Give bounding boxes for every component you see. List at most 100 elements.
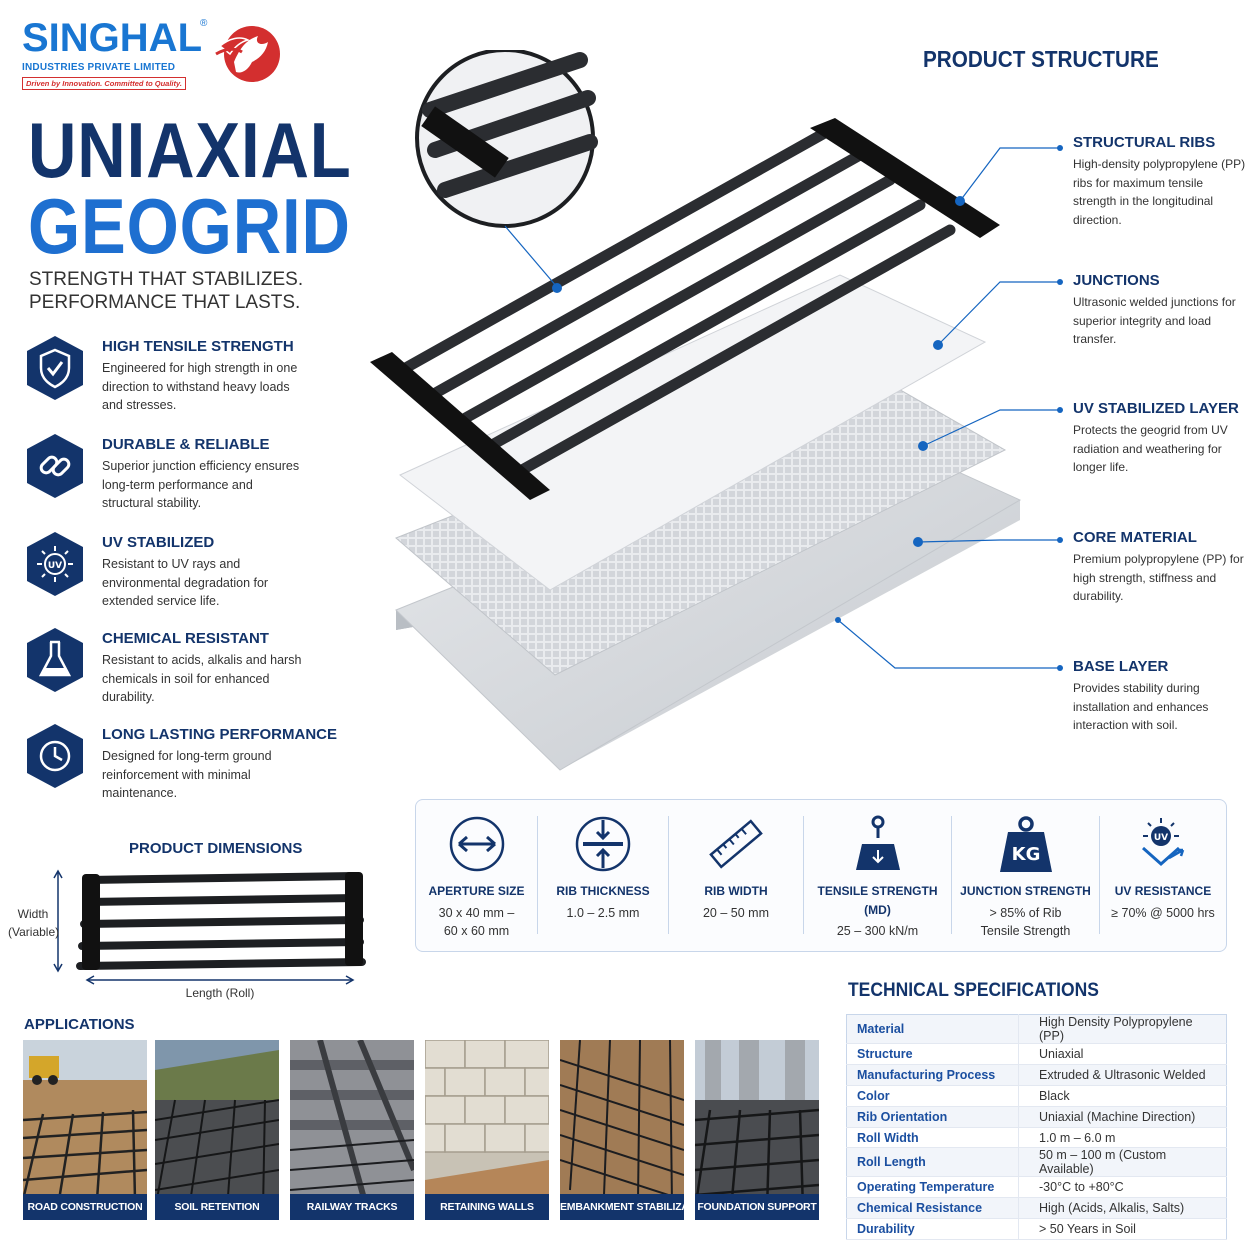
spec-key: Manufacturing Process: [846, 1064, 1019, 1086]
feature-high-tensile: HIGH TENSILE STRENGTH Engineered for hig…: [24, 334, 324, 424]
callout-title: UV STABILIZED LAYER: [1073, 400, 1239, 417]
tech-specs-title: TECHNICAL SPECIFICATIONS: [848, 980, 1099, 1001]
uv-sun-icon: UV: [1142, 818, 1185, 867]
uv-layer: [399, 274, 987, 591]
feature-title: HIGH TENSILE STRENGTH: [102, 338, 294, 355]
soil-retention-photo: [155, 1040, 279, 1220]
spec-label-line1: TENSILE STRENGTH: [817, 884, 938, 898]
spec-label: JUNCTION STRENGTH: [960, 884, 1091, 898]
spec-label: TENSILE STRENGTH (MD): [804, 882, 951, 920]
spec-key: Durability: [846, 1218, 1019, 1241]
feature-title: LONG LASTING PERFORMANCE: [102, 726, 337, 743]
spec-key: Roll Length: [846, 1147, 1019, 1178]
product-dimensions-title: PRODUCT DIMENSIONS: [129, 840, 303, 857]
app-caption: RETAINING WALLS: [425, 1194, 549, 1220]
feature-title: UV STABILIZED: [102, 534, 215, 551]
table-row: Durability> 50 Years in Soil: [846, 1218, 1227, 1241]
clock-icon: [27, 724, 83, 788]
feature-long-lasting: LONG LASTING PERFORMANCE Designed for lo…: [24, 722, 337, 812]
geogrid-ribs: [370, 118, 1000, 500]
callout-title: JUNCTIONS: [1073, 272, 1160, 289]
callout-core-material: CORE MATERIAL Premium polypropylene (PP)…: [1073, 529, 1248, 606]
feature-desc: Resistant to UV rays and environmental d…: [102, 557, 269, 608]
callout-desc: Provides stability during installation a…: [1073, 681, 1209, 732]
width-label: Width (Variable): [8, 905, 60, 941]
spec-value: > 50 Years in Soil: [1018, 1218, 1227, 1241]
feature-desc: Engineered for high strength in one dire…: [102, 361, 298, 412]
logo-brand: SINGHAL: [22, 16, 202, 60]
app-caption: SOIL RETENTION: [155, 1194, 279, 1220]
spec-uv-resistance: UV UV RESISTANCE ≥ 70% @ 5000 hrs: [1100, 800, 1226, 950]
spec-value: Tensile Strength: [980, 924, 1071, 938]
spec-value: Black: [1018, 1085, 1227, 1107]
shield-check-icon: [27, 336, 83, 400]
spec-value: High Density Polypropylene (PP): [1018, 1014, 1227, 1044]
length-label: Length (Roll): [185, 986, 255, 1000]
kg-icon-text: KG: [1011, 844, 1040, 865]
app-caption: FOUNDATION SUPPORT: [695, 1194, 819, 1220]
spec-key: Color: [846, 1085, 1019, 1107]
embankment-photo: [560, 1040, 684, 1220]
spec-aperture: APERTURE SIZE 30 x 40 mm – 60 x 60 mm: [416, 800, 537, 950]
width-label-line1: Width: [17, 907, 49, 921]
hero-title-line2: GEOGRID: [28, 182, 351, 270]
callout-desc: Ultrasonic welded junctions for superior…: [1073, 295, 1236, 346]
width-label-line2: (Variable): [8, 925, 60, 939]
spec-key: Rib Orientation: [846, 1106, 1019, 1128]
callout-structural-ribs: STRUCTURAL RIBS High-density polypropyle…: [1073, 134, 1248, 229]
feature-durable: DURABLE & RELIABLE Superior junction eff…: [24, 432, 324, 522]
pegasus-emblem-icon: [215, 26, 280, 82]
spec-value: High (Acids, Alkalis, Salts): [1018, 1197, 1227, 1220]
tagline-line2: PERFORMANCE THAT LASTS.: [29, 292, 301, 313]
spec-key: Chemical Resistance: [846, 1197, 1019, 1220]
divider: [668, 816, 669, 934]
svg-text:UV: UV: [48, 561, 62, 571]
road-construction-photo: [23, 1040, 147, 1220]
crane-weight-icon: [855, 815, 900, 870]
thickness-icon: [575, 816, 631, 872]
dimension-diagram: [53, 869, 366, 985]
spec-value: 60 x 60 mm: [443, 924, 510, 938]
spec-label: APERTURE SIZE: [428, 884, 525, 898]
railway-tracks-photo: [290, 1040, 414, 1220]
feature-chemical: CHEMICAL RESISTANT Resistant to acids, a…: [24, 626, 324, 716]
app-embankment-stabilization: EMBANKMENT STABILIZATION: [560, 1040, 684, 1220]
spec-key: Material: [846, 1014, 1019, 1044]
table-row: Operating Temperature-30°C to +80°C: [846, 1176, 1227, 1199]
spec-value: 20 – 50 mm: [702, 906, 769, 920]
spec-key: Roll Width: [846, 1127, 1019, 1149]
spec-label: RIB WIDTH: [704, 884, 768, 898]
callout-title: STRUCTURAL RIBS: [1073, 134, 1216, 151]
chain-link-icon: [27, 434, 83, 498]
app-railway-tracks: RAILWAY TRACKS: [290, 1040, 414, 1220]
app-retaining-walls: RETAINING WALLS: [425, 1040, 549, 1220]
app-caption: ROAD CONSTRUCTION: [23, 1194, 147, 1220]
spec-value: ≥ 70% @ 5000 hrs: [1111, 906, 1215, 920]
uv-sun-icon: UV: [27, 532, 83, 596]
spec-value: > 85% of Rib: [989, 906, 1062, 920]
hero-tagline: STRENGTH THAT STABILIZES. PERFORMANCE TH…: [29, 268, 303, 314]
spec-value: Extruded & Ultrasonic Welded: [1018, 1064, 1227, 1086]
callout-title: BASE LAYER: [1073, 658, 1169, 675]
retaining-walls-photo: [425, 1040, 549, 1220]
exploded-layer-diagram: [370, 50, 1063, 771]
callout-uv-layer: UV STABILIZED LAYER Protects the geogrid…: [1073, 400, 1248, 477]
logo-slogan: Driven by Innovation. Committed to Quali…: [22, 77, 186, 90]
flask-icon: [27, 628, 83, 692]
arrows-horizontal-icon: [449, 816, 504, 872]
app-soil-retention: SOIL RETENTION: [155, 1040, 279, 1220]
feature-desc: Resistant to acids, alkalis and harsh ch…: [102, 653, 302, 704]
product-structure-title: PRODUCT STRUCTURE: [923, 46, 1159, 72]
app-caption: RAILWAY TRACKS: [290, 1194, 414, 1220]
spec-value: 30 x 40 mm –: [438, 906, 515, 920]
callout-desc: Protects the geogrid from UV radiation a…: [1073, 423, 1228, 474]
divider: [1099, 816, 1100, 934]
company-logo: SINGHAL ® INDUSTRIES PRIVATE LIMITED Dri…: [22, 16, 280, 96]
spec-value: -30°C to +80°C: [1018, 1176, 1227, 1199]
spec-key: Structure: [846, 1043, 1019, 1065]
spec-key: Operating Temperature: [846, 1176, 1019, 1199]
spec-label: RIB THICKNESS: [556, 884, 650, 898]
logo-registered: ®: [200, 18, 208, 29]
